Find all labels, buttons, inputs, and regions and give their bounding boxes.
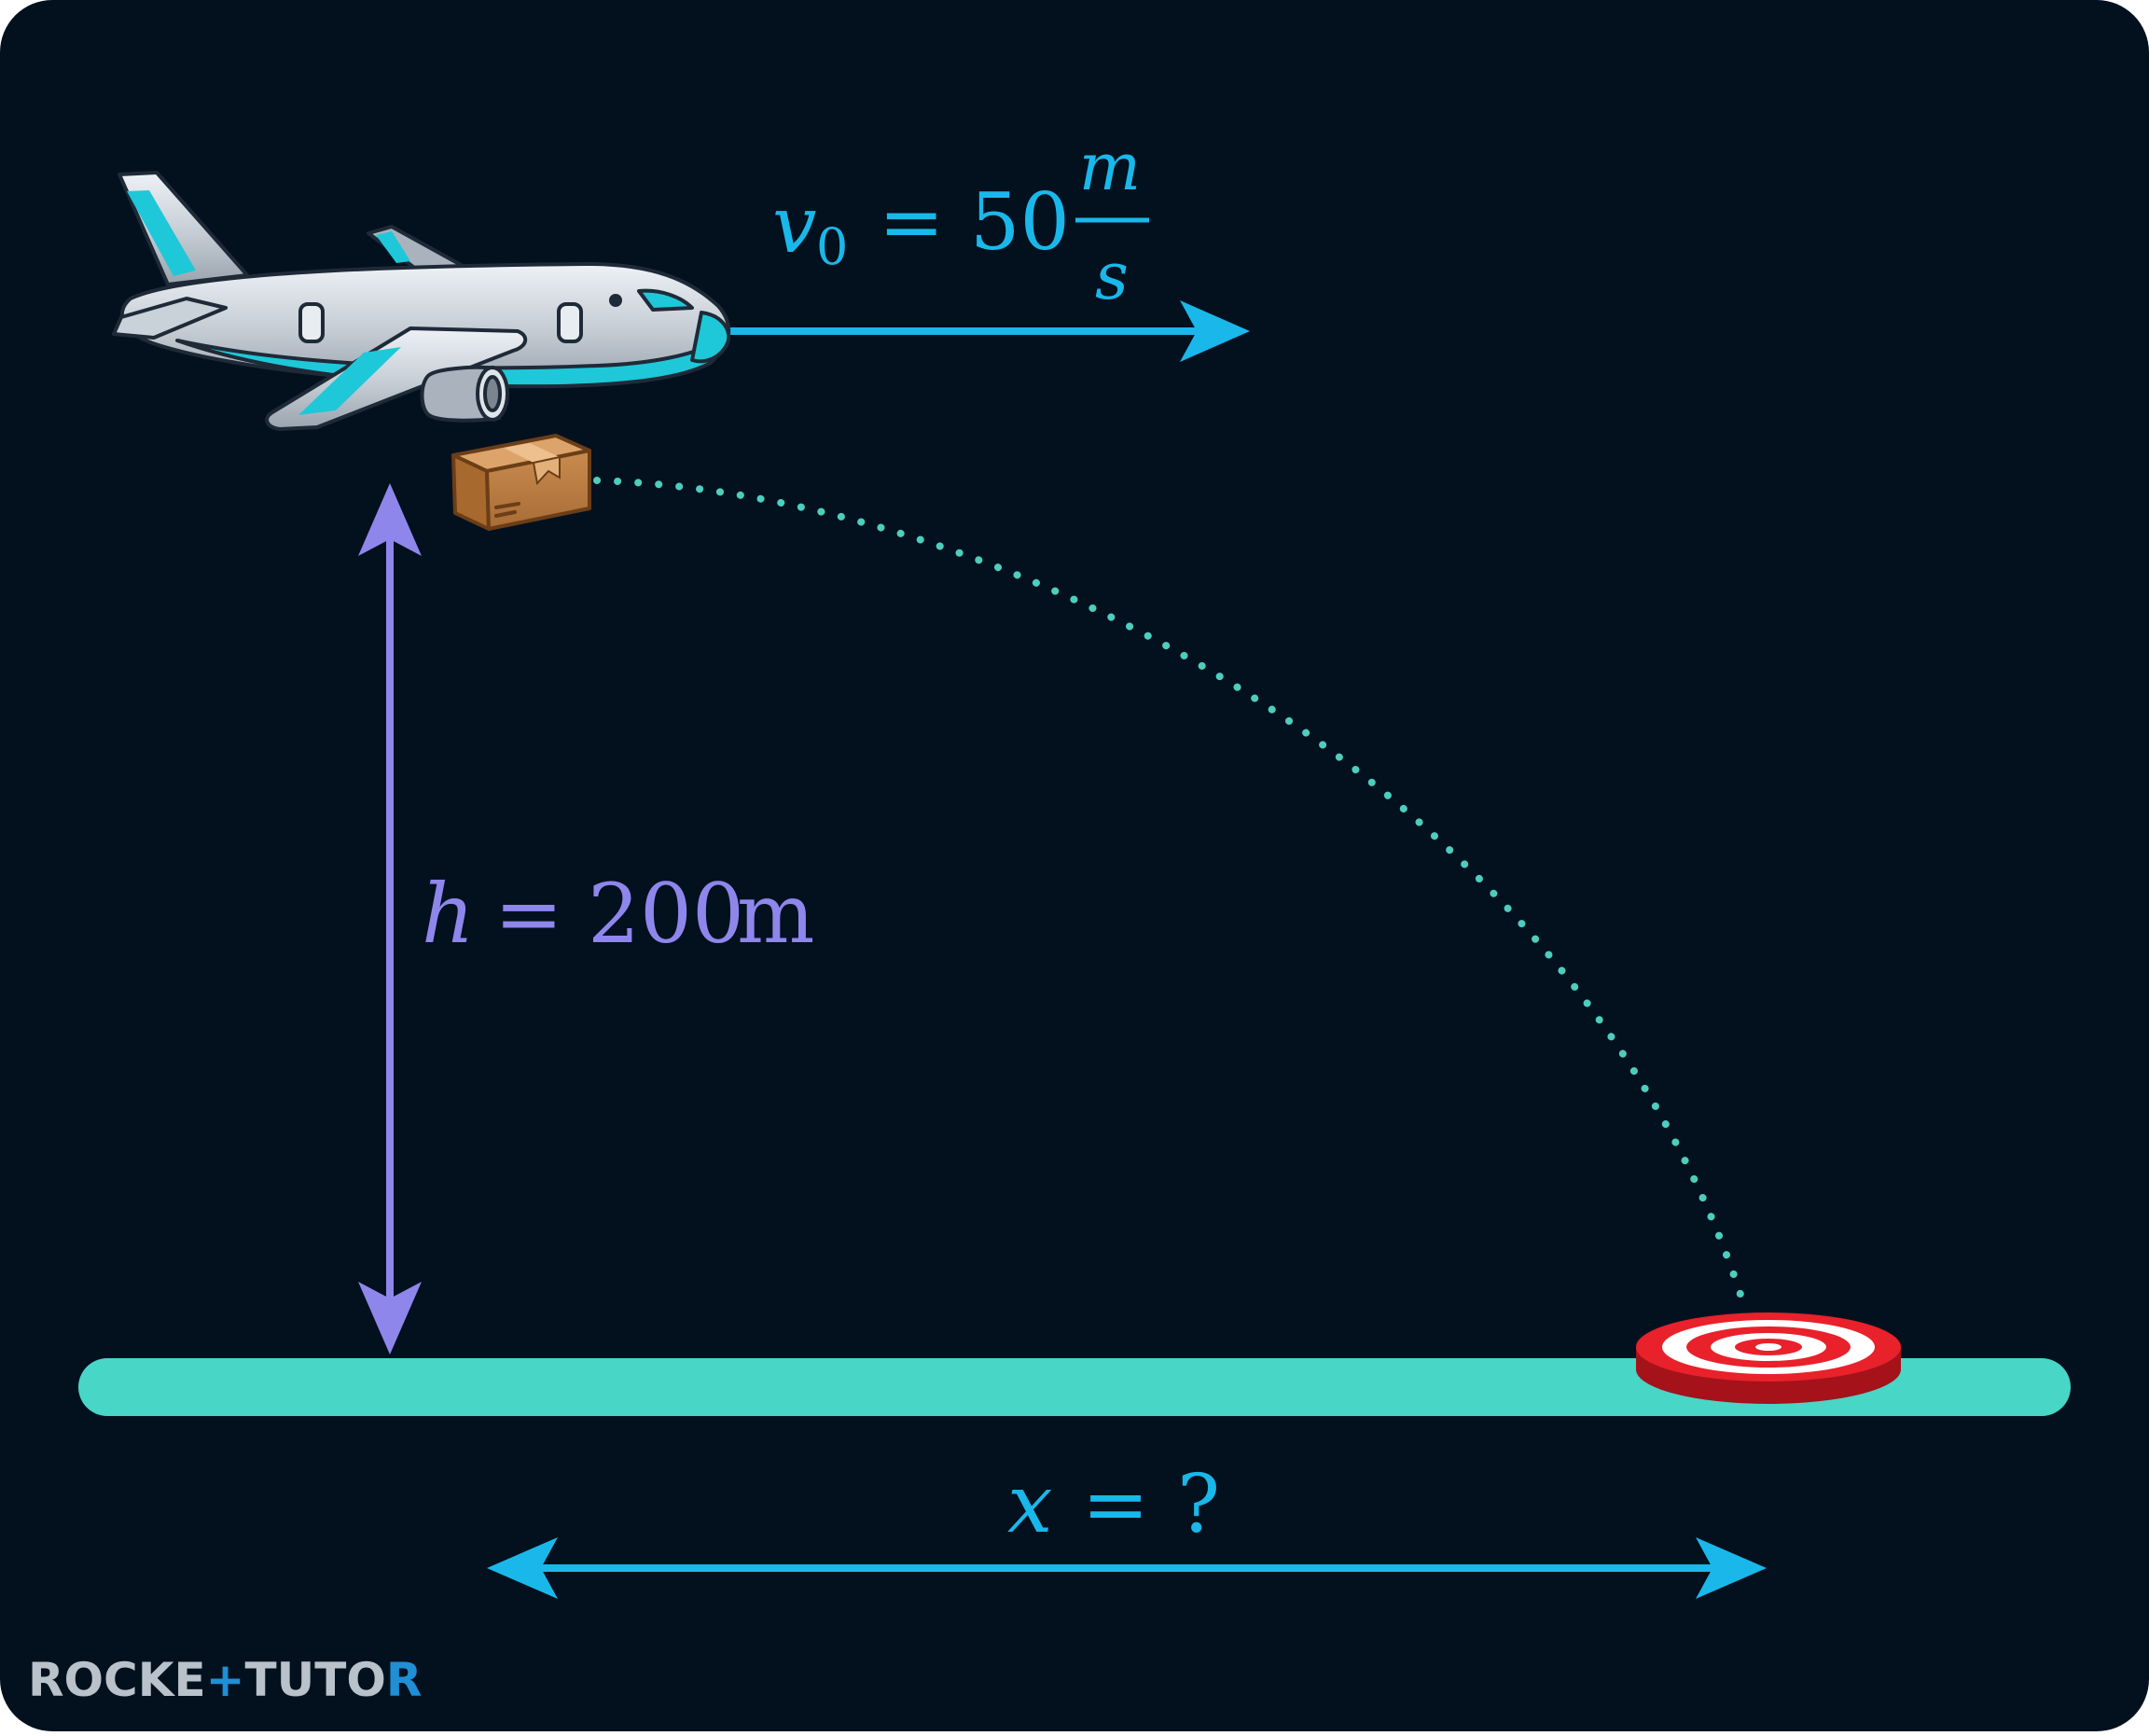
distance-arrowhead-left (487, 1537, 558, 1599)
bullseye-target-icon (1636, 1312, 1901, 1404)
velocity-unit-numerator: m (1079, 129, 1141, 205)
height-symbol: h (422, 866, 475, 962)
distance-label: x = ? (1007, 1458, 1220, 1551)
height-arrowhead-top (358, 483, 422, 556)
height-arrow (358, 483, 422, 1354)
brand-part-3: TUTO (245, 1653, 386, 1707)
brand-logo: ROCKE+TUTOR (28, 1653, 422, 1707)
velocity-value: 50 (970, 176, 1070, 268)
velocity-unit-denominator: s (1095, 238, 1129, 314)
distance-equals: = (1082, 1458, 1149, 1551)
cardboard-box-icon (451, 434, 591, 531)
height-equals: = (494, 866, 563, 962)
trajectory-path (593, 477, 1748, 1310)
distance-symbol: x (1007, 1458, 1053, 1551)
velocity-equals: = (879, 176, 944, 268)
distance-arrow (487, 1537, 1767, 1599)
svg-text:ROCKE+TUTOR: ROCKE+TUTOR (28, 1653, 422, 1707)
brand-part-1: ROCKE (28, 1653, 206, 1707)
height-unit: m (737, 866, 814, 962)
velocity-symbol: v (772, 179, 816, 271)
velocity-label: v 0 = 50 m s (772, 129, 1149, 314)
height-label: h = 200 m (422, 866, 814, 962)
velocity-arrow (720, 300, 1250, 362)
velocity-arrowhead (1180, 300, 1250, 362)
brand-part-2: + (206, 1653, 245, 1707)
height-arrowhead-bottom (358, 1282, 422, 1354)
airplane-icon (112, 171, 731, 431)
ground-line (78, 1358, 2071, 1416)
distance-value: ? (1177, 1458, 1220, 1551)
distance-arrowhead-right (1696, 1537, 1767, 1599)
velocity-subscript: 0 (816, 217, 848, 276)
brand-part-4: R (386, 1653, 423, 1707)
height-value: 200 (588, 866, 744, 962)
